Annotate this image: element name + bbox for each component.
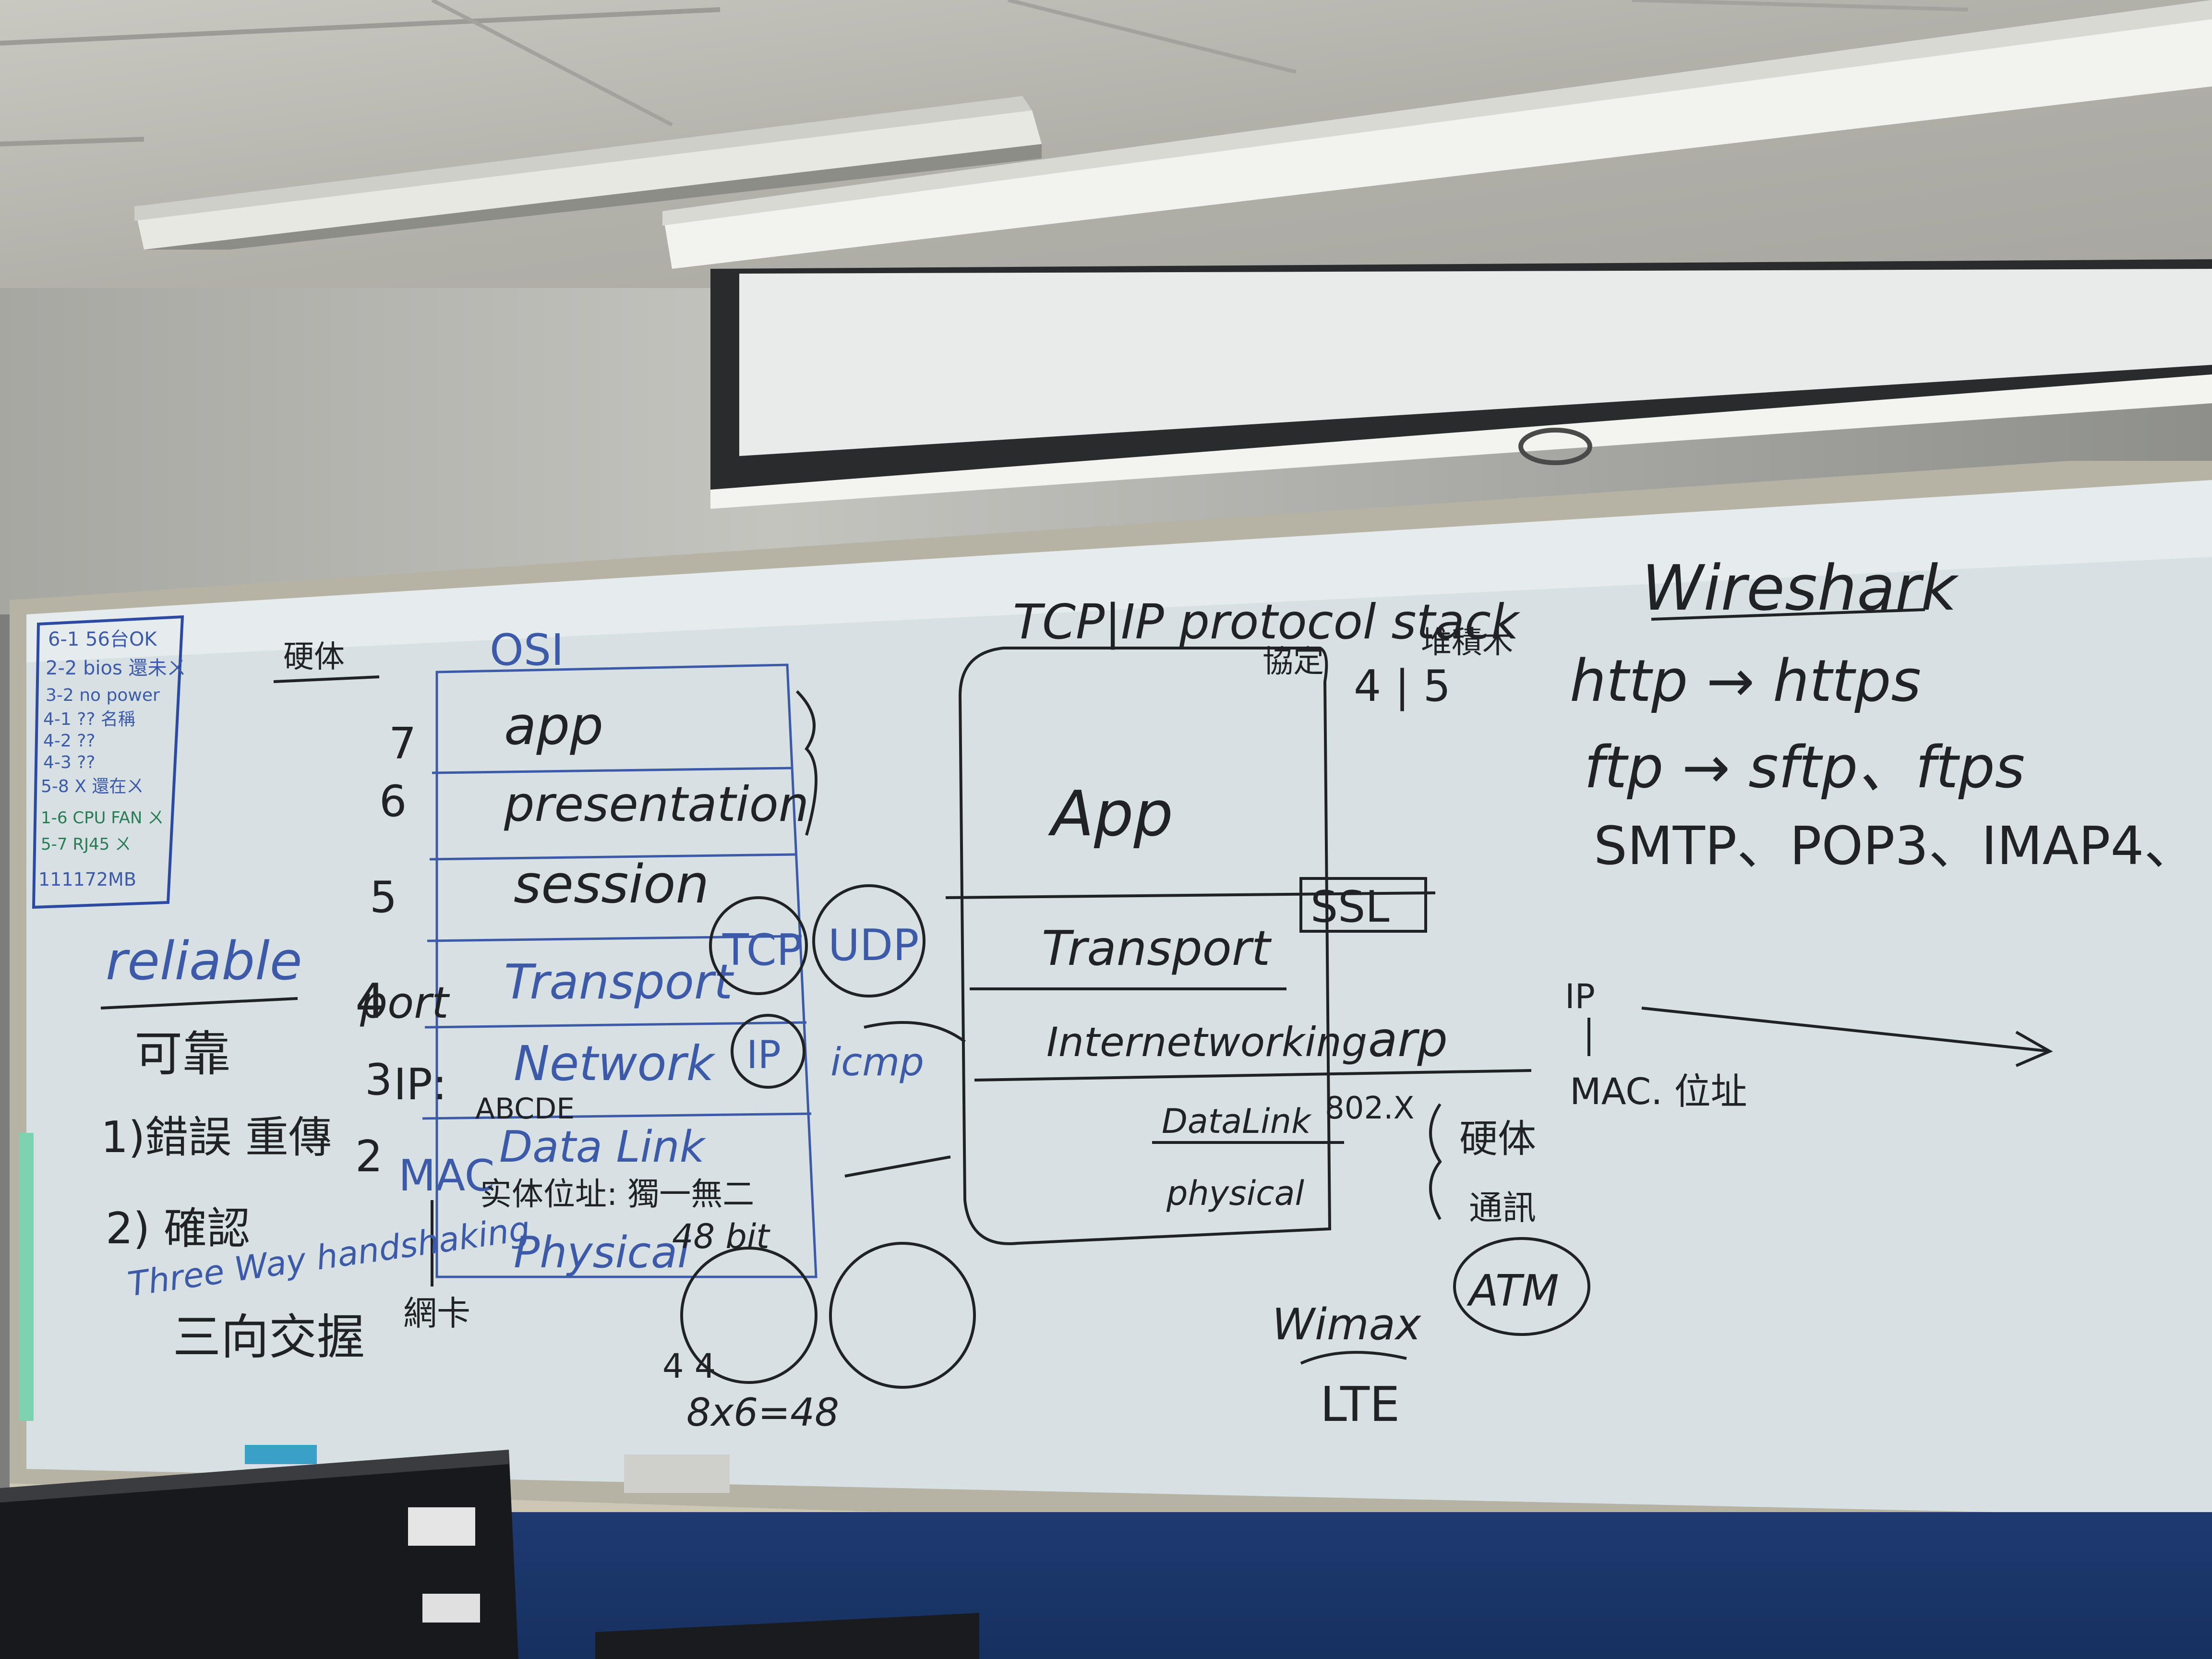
wireshark-label: Wireshark	[1642, 552, 1959, 625]
computer-monitor	[0, 1450, 518, 1659]
checklist-item: 1-6 CPU FAN ㄨ	[41, 808, 164, 828]
checklist-item: 4-3 ??	[43, 753, 95, 772]
port-label: port	[360, 978, 450, 1028]
projector-screen	[710, 259, 2212, 509]
tcpip-internetworking: Internetworking	[1046, 1019, 1367, 1066]
reliable-item-1: 1)錯誤 重傳	[101, 1112, 332, 1163]
udp-circle-label: UDP	[828, 920, 919, 971]
ip-label: IP:	[394, 1059, 447, 1110]
mac-bit-calc: 8x6=48	[686, 1390, 839, 1435]
abcde-label: ABCDE	[475, 1092, 575, 1126]
reliable-zh: 可靠	[134, 1026, 230, 1082]
hardware-label: 硬体	[283, 639, 345, 675]
http-note: http → https	[1570, 648, 1921, 715]
osi-title: OSI	[490, 625, 564, 675]
checklist-item: 2-2 bios 還未ㄨ	[46, 657, 186, 679]
osi-layer-num: 6	[379, 776, 407, 827]
reliable-title: reliable	[106, 930, 302, 992]
mail-protocols-note: SMTP、POP3、IMAP4、	[1594, 815, 2197, 877]
osi-layer-num: 2	[355, 1131, 383, 1182]
checklist-item: 111172MB	[38, 869, 136, 890]
ceiling-light-fixture	[134, 96, 1042, 250]
osi-physical: Physical	[514, 1227, 689, 1278]
screen-housing	[662, 0, 2212, 269]
checklist-item: 6-1 56台OK	[48, 628, 157, 650]
wimax-label: Wimax	[1272, 1299, 1422, 1350]
checklist-item: 5-8 X 還在ㄨ	[41, 777, 144, 796]
reliable-item-2: 2) 確認	[106, 1203, 250, 1254]
lte-label: LTE	[1320, 1376, 1400, 1432]
layer-counts: 4 | 5	[1354, 661, 1451, 711]
checklist-item: 3-2 no power	[46, 685, 160, 705]
osi-layer-num: 3	[365, 1055, 392, 1105]
tcpip-transport: Transport	[1042, 920, 1272, 976]
protocol-zh: 協定	[1262, 644, 1324, 680]
network-card-label: 網卡	[403, 1294, 470, 1333]
icmp-label: icmp	[830, 1040, 924, 1084]
computer-monitor-2	[595, 1613, 979, 1659]
tcpip-physical: physical	[1166, 1174, 1305, 1213]
standard-label: 802.X	[1325, 1091, 1414, 1126]
stack-zh: 堆積木	[1421, 625, 1513, 661]
atm-label: ATM	[1467, 1266, 1559, 1316]
osi-layer-num: 4	[355, 973, 386, 1029]
whiteboard	[10, 461, 2212, 1584]
lecture-title: TCP|IP protocol stack	[1013, 594, 1521, 650]
checklist-box: 6-1 56台OK 2-2 bios 還未ㄨ 3-2 no power 4-1 …	[32, 615, 186, 909]
arp-label: arp	[1368, 1011, 1448, 1068]
tcpip-app: App	[1048, 777, 1173, 850]
physical-address-note: 实体位址: 獨一無二	[480, 1176, 754, 1213]
osi-layer-name: presentation	[504, 776, 809, 832]
mac-address-note: MAC. 位址	[1570, 1070, 1747, 1113]
osi-layer-name: app	[504, 695, 603, 757]
checklist-item: 5-7 RJ45 ㄨ	[41, 835, 131, 854]
bits-label: 48 bit	[672, 1217, 770, 1256]
mac-label: MAC	[398, 1151, 494, 1201]
tcpip-table	[945, 647, 1532, 1245]
hw-label: 硬体	[1459, 1117, 1536, 1161]
osi-layer-num: 5	[370, 872, 397, 923]
osi-table	[422, 663, 817, 1278]
osi-layer-name: Data Link	[499, 1122, 707, 1172]
ftp-note: ftp → sftp、ftps	[1584, 734, 2025, 801]
tcp-circle-label: TCP	[722, 925, 803, 975]
tcpip-datalink: DataLink	[1162, 1102, 1312, 1141]
checklist-item: 4-2 ??	[43, 731, 95, 751]
checklist-item: 4-1 ?? 名稱	[43, 709, 135, 729]
osi-layer-num: 7	[389, 719, 416, 769]
three-way-handshake-zh: 三向交握	[173, 1309, 365, 1365]
comm-label: 通訊	[1469, 1188, 1536, 1227]
hex-digits: 4 4	[662, 1346, 716, 1386]
ip-to-mac-ip: IP	[1565, 977, 1595, 1016]
ssl-label: SSL	[1310, 882, 1389, 932]
ip-circle-label: IP	[746, 1033, 781, 1077]
osi-layer-name: session	[514, 854, 709, 915]
osi-layer-name: Network	[514, 1035, 716, 1092]
osi-layer-name: Transport	[504, 954, 734, 1010]
